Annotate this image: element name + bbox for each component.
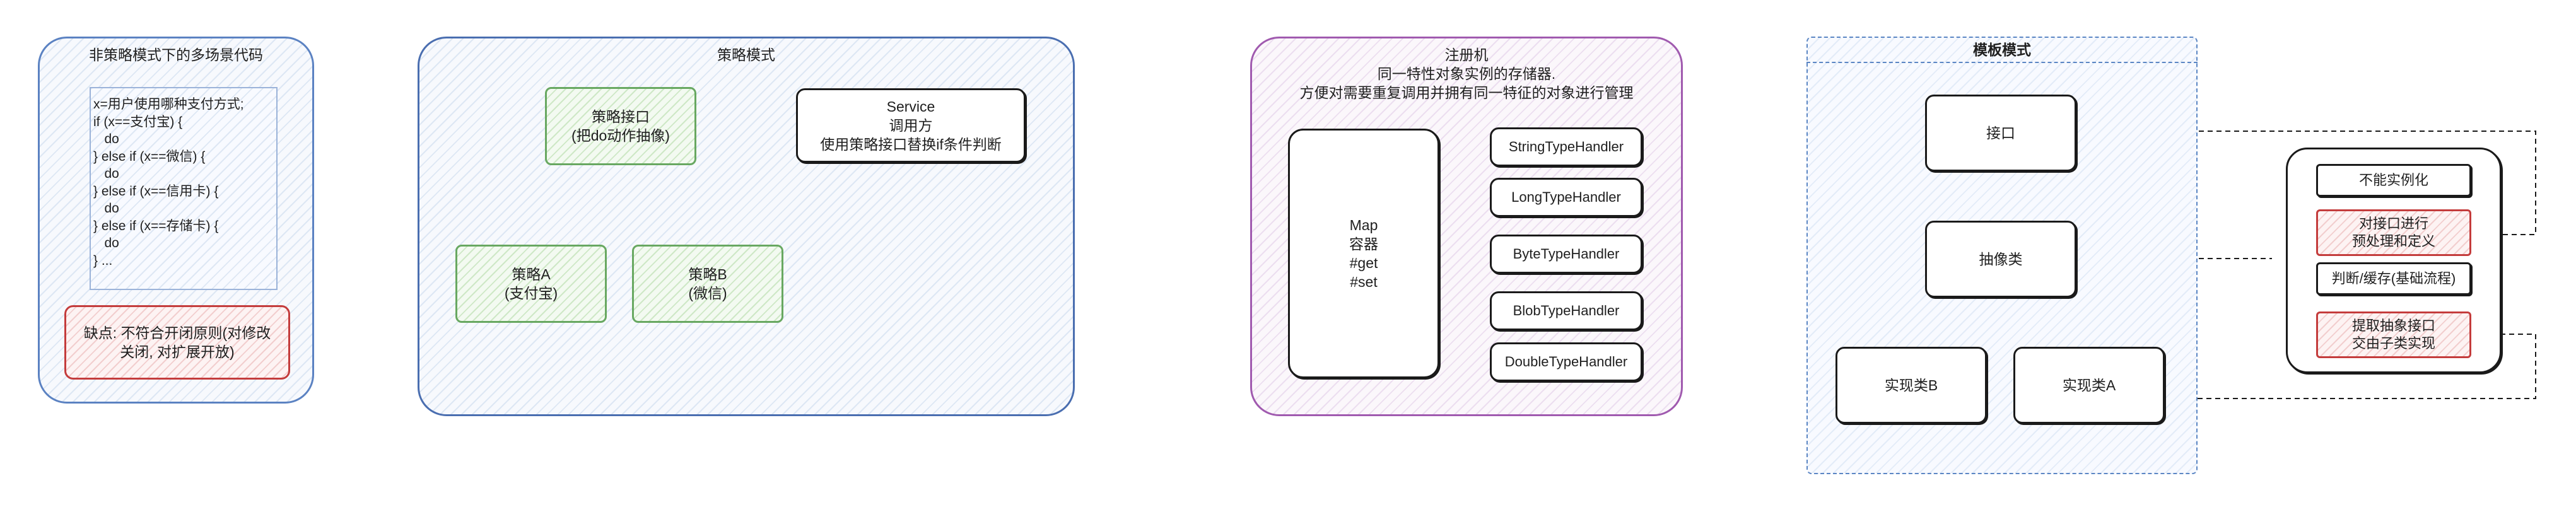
- handler-string: StringTypeHandler: [1490, 127, 1642, 166]
- handler-long: LongTypeHandler: [1490, 178, 1642, 217]
- strategy-panel: [418, 37, 1075, 416]
- template-interface-box: 接口: [1925, 95, 2076, 172]
- weakness-note: 缺点: 不符合开闭原则(对修改关闭, 对扩展开放): [64, 305, 290, 380]
- strategy-interface-box: 策略接口 (把do动作抽像): [545, 87, 696, 165]
- map-container-box: Map 容器 #get #set: [1288, 129, 1439, 378]
- note-base-flow: 判断/缓存(基础流程): [2316, 262, 2471, 295]
- note-extract-abstract: 提取抽象接口 交由子类实现: [2316, 311, 2471, 358]
- template-abstract-box: 抽像类: [1925, 221, 2076, 298]
- impl-a-box: 实现类A: [2013, 347, 2165, 424]
- dashed-interface-to-notes: [2075, 131, 2536, 235]
- code-block-box: [90, 87, 278, 290]
- registry-title: 注册机 同一特性对象实例的存储器. 方便对需要重复调用并拥有同一特征的对象进行管…: [1299, 47, 1634, 101]
- handler-blob: BlobTypeHandler: [1490, 291, 1642, 330]
- strategy-title: 策略模式: [717, 47, 775, 63]
- note-no-instantiate: 不能实例化: [2316, 164, 2471, 197]
- template-title: 模板模式: [1973, 42, 2031, 58]
- template-title-bar: [1806, 37, 2198, 63]
- code-text: x=用户使用哪种支付方式; if (x==支付宝) { do } else if…: [93, 97, 244, 268]
- impl-b-box: 实现类B: [1835, 347, 1987, 424]
- strategy-b-box: 策略B (微信): [632, 245, 783, 323]
- strategy-a-box: 策略A (支付宝): [455, 245, 607, 323]
- non-strategy-title: 非策略模式下的多场景代码: [89, 47, 263, 63]
- service-box: Service 调用方 使用策略接口替换if条件判断: [796, 88, 1026, 163]
- handler-double: DoubleTypeHandler: [1490, 342, 1642, 381]
- handler-byte: ByteTypeHandler: [1490, 235, 1642, 274]
- note-preprocess: 对接口进行 预处理和定义: [2316, 209, 2471, 256]
